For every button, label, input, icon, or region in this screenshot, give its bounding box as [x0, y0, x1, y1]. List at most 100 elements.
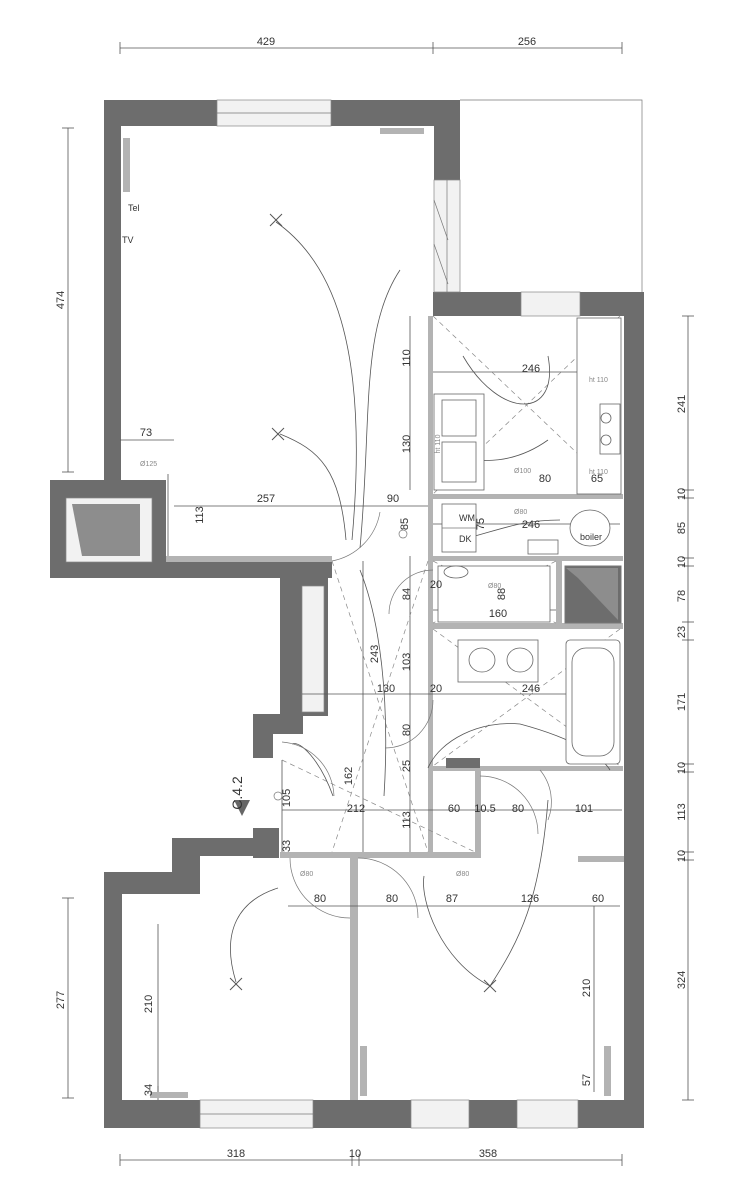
- light-x-icon: [229, 977, 243, 991]
- dim-interior: 80: [401, 724, 413, 736]
- wall: [104, 100, 217, 126]
- radiator: [360, 1046, 367, 1096]
- window: [301, 585, 325, 713]
- dim-interior: 246: [522, 363, 540, 375]
- dim-interior: 25: [401, 760, 413, 772]
- wall: [433, 292, 521, 316]
- wall: [556, 561, 562, 627]
- door-swing: [331, 511, 381, 562]
- dim-interior: 75: [475, 518, 487, 530]
- dim-right-10: 10: [676, 850, 688, 862]
- wall: [624, 292, 644, 1128]
- window: [520, 291, 581, 317]
- dim-right-9: 113: [676, 803, 688, 821]
- dim-interior: 113: [194, 506, 206, 524]
- dim-interior: 60: [592, 893, 604, 905]
- radiator: [150, 1092, 188, 1098]
- ceiling-lights: [229, 213, 497, 993]
- dim-interior: 103: [401, 653, 413, 671]
- dim-interior: 88: [496, 588, 508, 600]
- diameter-label: Ø80: [488, 583, 501, 590]
- radiator: [123, 138, 130, 192]
- dim-interior: 80: [314, 893, 326, 905]
- wall: [104, 872, 122, 1128]
- wall: [428, 316, 433, 856]
- wall: [578, 856, 624, 862]
- dim-interior: 20: [430, 579, 442, 591]
- cooktop: [599, 403, 621, 455]
- dim-top-2: 256: [518, 36, 536, 48]
- dim-interior: 87: [446, 893, 458, 905]
- wall: [50, 480, 166, 498]
- wall: [578, 1100, 644, 1128]
- dim-interior: 126: [521, 893, 539, 905]
- wall: [166, 556, 332, 562]
- dim-interior: 105: [281, 789, 293, 807]
- wall: [104, 100, 121, 480]
- dim-interior: 246: [522, 519, 540, 531]
- dim-bottom-3: 358: [479, 1148, 497, 1160]
- wall: [104, 1100, 200, 1128]
- section-arrow-icon: [234, 800, 250, 816]
- dim-interior: 162: [343, 767, 355, 785]
- dim-left-2: 277: [55, 991, 67, 1009]
- dim-interior: 210: [581, 979, 593, 997]
- fixtures: [123, 128, 622, 1098]
- section-label: C.4.2: [229, 776, 245, 810]
- window: [516, 1099, 579, 1129]
- dim-interior: 130: [401, 435, 413, 453]
- wall: [253, 714, 273, 758]
- dim-interior: 80: [512, 803, 524, 815]
- light-x-icon: [269, 213, 283, 227]
- wm-label: WM: [459, 513, 475, 523]
- diameter-label: Ø80: [300, 871, 313, 878]
- height-label: ht 110: [435, 434, 442, 453]
- exterior-walls: [50, 100, 644, 1128]
- wall: [50, 562, 332, 578]
- dim-interior: 246: [522, 683, 540, 695]
- dim-right-7: 171: [676, 693, 688, 711]
- windows: [65, 99, 643, 1129]
- room-labels: Tel TV WM DK boiler C.4.2 ht 110 ht 110 …: [122, 203, 608, 878]
- dim-right-2: 10: [676, 488, 688, 500]
- wall: [434, 100, 460, 180]
- dim-interior: 243: [369, 645, 381, 663]
- radiator: [604, 1046, 611, 1096]
- dim-interior: 85: [399, 518, 411, 530]
- dim-interior: 210: [143, 995, 155, 1013]
- dim-top-1: 429: [257, 36, 275, 48]
- dim-interior: 113: [401, 811, 413, 829]
- radiator: [380, 128, 424, 134]
- boiler-label: boiler: [580, 532, 602, 542]
- light-sun-icon: [273, 791, 283, 801]
- wall: [104, 872, 200, 894]
- wall: [433, 556, 623, 561]
- dim-interior: 73: [140, 427, 152, 439]
- dim-interior: 10.5: [474, 803, 495, 815]
- dim-right-1: 241: [676, 395, 688, 413]
- dim-interior: 110: [401, 349, 413, 367]
- toilet: [527, 539, 559, 555]
- wall: [152, 480, 166, 562]
- dim-right-4: 10: [676, 556, 688, 568]
- dim-interior: 90: [387, 493, 399, 505]
- dim-interior: 101: [575, 803, 593, 815]
- dim-interior: 57: [581, 1074, 593, 1086]
- wall: [280, 562, 302, 732]
- height-label: ht 110: [589, 469, 608, 476]
- wall: [50, 480, 66, 578]
- light-sun-icon: [398, 529, 408, 539]
- dim-left-1: 474: [55, 291, 67, 309]
- window: [410, 1099, 470, 1129]
- dim-interior: 34: [143, 1084, 155, 1096]
- boiler-unit: [569, 509, 611, 547]
- light-x-icon: [271, 427, 285, 441]
- dim-right-11: 324: [676, 971, 688, 989]
- dim-interior: 257: [257, 493, 275, 505]
- dimension-labels: 429 256 318 10 358 474 277 241 10 85 10 …: [55, 36, 688, 1160]
- sink: [441, 441, 477, 483]
- dim-interior: 65: [591, 473, 603, 485]
- wall: [446, 758, 480, 768]
- height-label: ht 110: [589, 377, 608, 384]
